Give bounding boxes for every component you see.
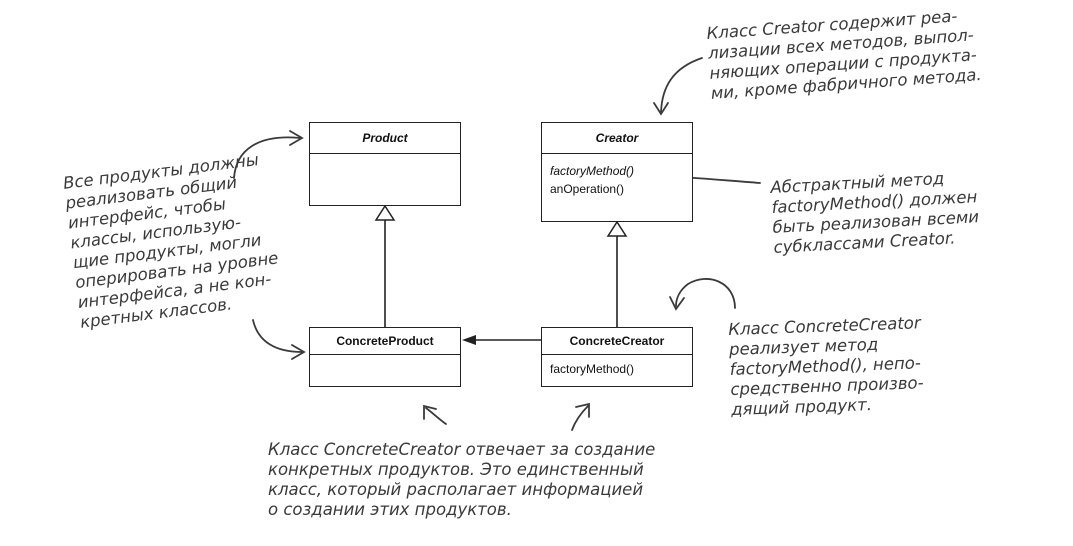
creator-note-arrowhead xyxy=(653,102,669,116)
creator-factory-method: factoryMethod() xyxy=(550,164,635,178)
products-note-arrowhead-top xyxy=(289,130,304,146)
creator-an-operation: anOperation() xyxy=(550,182,625,196)
product-inheritance-arrowhead xyxy=(374,204,396,221)
concrete-creator-note-arrowhead xyxy=(669,296,685,311)
product-class-name: Product xyxy=(310,123,460,154)
creates-association-arrowhead xyxy=(462,335,476,345)
products-note: Все продукты должны реализовать общий ин… xyxy=(62,150,280,332)
concrete-creator-note-arrow xyxy=(675,278,736,309)
products-note-arrow-bottom xyxy=(252,319,303,353)
products-note-arrowhead-bottom xyxy=(291,344,306,360)
creator-class-box: Creator factoryMethod() anOperation() xyxy=(541,122,693,222)
concrete-product-class-box: ConcreteProduct xyxy=(309,327,461,387)
products-note-arrow-top xyxy=(233,136,301,179)
concrete-product-class-name: ConcreteProduct xyxy=(310,328,460,355)
bottom-note-arrowhead-left xyxy=(423,404,437,420)
creator-note-arrow xyxy=(660,57,703,113)
concrete-creator-operations: factoryMethod() xyxy=(542,355,692,378)
bottom-note-arrow-left xyxy=(425,407,447,425)
abstract-method-note: Абстрактный метод factoryMethod() должен… xyxy=(770,168,980,257)
concrete-creator-class-name: ConcreteCreator xyxy=(542,328,692,355)
concrete-creator-factory-method: factoryMethod() xyxy=(550,362,635,376)
bottom-note: Класс ConcreteCreator отвечает за создан… xyxy=(268,440,656,519)
creator-class-name: Creator xyxy=(542,123,692,154)
bottom-note-arrow-right xyxy=(571,405,589,431)
creator-operations: factoryMethod() anOperation() xyxy=(542,154,692,198)
concrete-creator-class-box: ConcreteCreator factoryMethod() xyxy=(541,327,693,387)
creator-inheritance-arrowhead xyxy=(606,220,628,237)
product-class-box: Product xyxy=(309,122,461,206)
concrete-creator-note: Класс ConcreteCreator реализует метод fa… xyxy=(728,313,924,419)
bottom-note-arrowhead-right xyxy=(575,402,590,418)
